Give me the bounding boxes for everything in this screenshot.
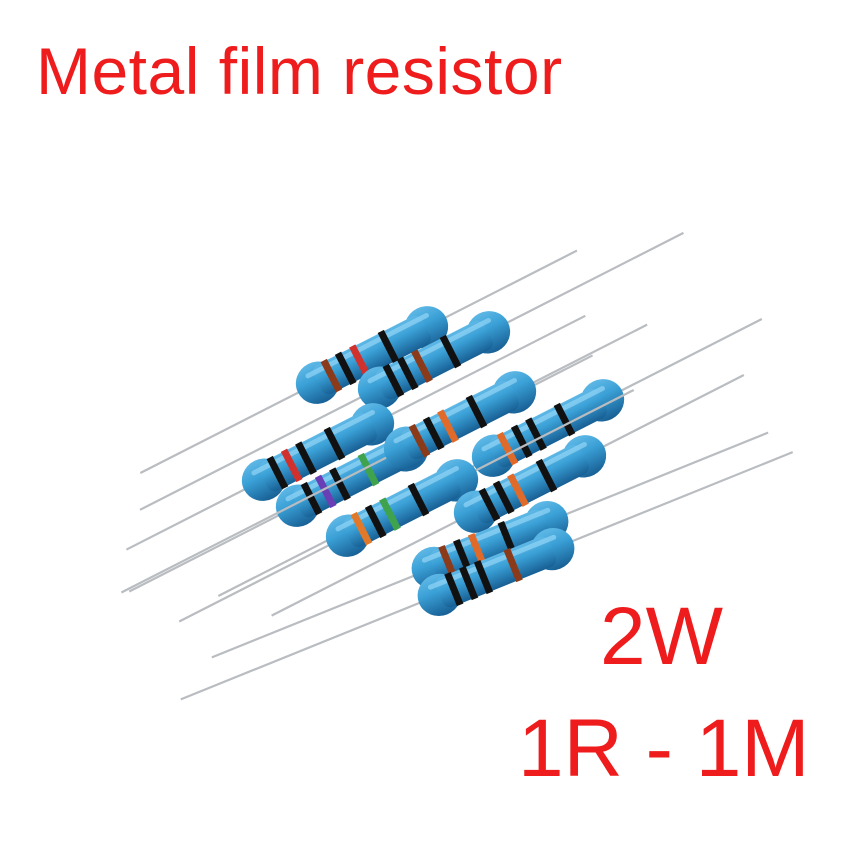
resistor-color-band	[357, 452, 380, 487]
resistor-color-band	[422, 416, 445, 451]
resistor-color-band	[364, 504, 387, 539]
resistor-color-band	[377, 329, 400, 364]
resistor-body	[293, 438, 411, 518]
resistor-color-band	[407, 482, 430, 517]
resistor-color-band	[459, 565, 479, 601]
power-rating-label: 2W	[600, 591, 723, 682]
resistor-body	[259, 412, 377, 492]
resistor-color-band	[314, 474, 337, 509]
resistor-color-band	[334, 351, 357, 386]
resistor-color-band	[473, 559, 494, 595]
resistor	[180, 451, 794, 701]
resistor-body	[471, 444, 589, 524]
resistor-color-band	[497, 520, 517, 556]
resistor-color-band	[300, 481, 323, 516]
resistor	[271, 374, 745, 617]
resistor-color-band	[320, 358, 343, 393]
resistor	[139, 231, 684, 511]
resistor-color-band	[396, 356, 419, 391]
resistor-color-band	[280, 448, 303, 483]
resistor-color-band	[553, 402, 576, 437]
resistor-color-band	[295, 441, 317, 475]
resistance-range-label: 1R - 1M	[518, 703, 810, 794]
resistor	[139, 249, 578, 475]
resistor-body	[343, 468, 461, 548]
resistor-color-band	[453, 538, 473, 574]
resistor-body	[313, 315, 431, 395]
resistor-color-band	[503, 547, 523, 583]
resistor-color-band	[525, 417, 547, 451]
resistor-body	[435, 536, 557, 608]
resistor-color-band	[266, 455, 289, 490]
resistor-color-band	[510, 424, 533, 459]
product-title: Metal film resistor	[36, 34, 563, 108]
resistor-color-band	[439, 334, 462, 369]
resistor	[125, 314, 586, 551]
resistor-color-band	[350, 511, 373, 546]
resistor-lead	[120, 323, 648, 594]
resistor-color-band	[467, 532, 488, 568]
resistor-color-band	[492, 480, 515, 515]
resistor-color-band	[496, 431, 519, 466]
resistor-color-band	[535, 458, 558, 493]
resistor-body	[401, 380, 519, 460]
resistor-color-band	[437, 409, 459, 443]
resistor-color-band	[329, 467, 351, 501]
resistor-color-band	[408, 423, 431, 458]
resistor-color-band	[438, 544, 458, 580]
resistor-color-band	[349, 344, 371, 378]
resistor-color-band	[323, 426, 346, 461]
resistor	[178, 388, 635, 623]
resistor-body	[429, 509, 551, 581]
resistor-color-band	[465, 394, 488, 429]
resistor-body	[375, 320, 493, 400]
resistor-color-band	[379, 497, 401, 531]
resistor-color-band	[382, 363, 405, 398]
resistor-color-band	[507, 473, 529, 507]
resistor-color-band	[444, 571, 464, 607]
resistor-color-band	[411, 349, 433, 383]
resistor-color-band	[478, 487, 501, 522]
resistor	[120, 323, 648, 594]
